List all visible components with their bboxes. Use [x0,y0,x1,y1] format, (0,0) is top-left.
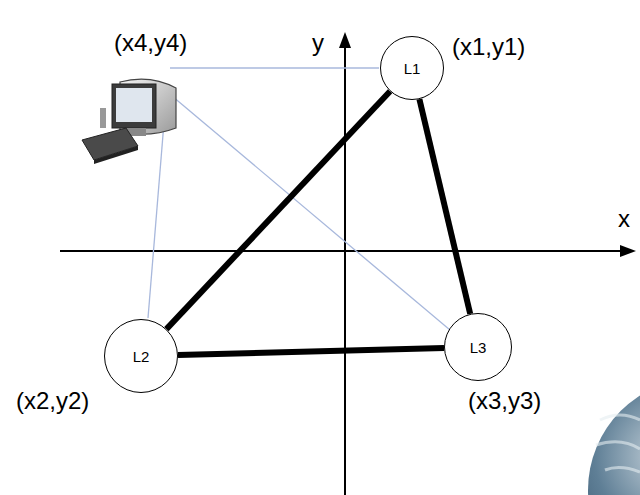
circle-node: L1 [380,36,444,100]
coordinate-label: y [312,30,324,56]
link-line [178,348,444,355]
earth-clouds [596,415,640,472]
link-line [166,91,390,329]
earth-image [588,378,640,495]
computer-icon [82,79,176,164]
circle-node: L2 [104,319,178,393]
axes [60,32,636,495]
coordinate-label: (x1,y1) [452,34,525,60]
coordinate-label: (x2,y2) [16,388,89,414]
coordinate-label: x [618,206,630,232]
link-lines [148,68,450,330]
node-label: L2 [133,348,150,365]
link-line [419,99,470,314]
node-label: L1 [404,60,421,77]
coordinate-label: (x4,y4) [114,30,187,56]
coordinate-label: (x3,y3) [468,388,541,414]
node-label: L3 [470,339,487,356]
circle-node: L3 [444,313,512,381]
